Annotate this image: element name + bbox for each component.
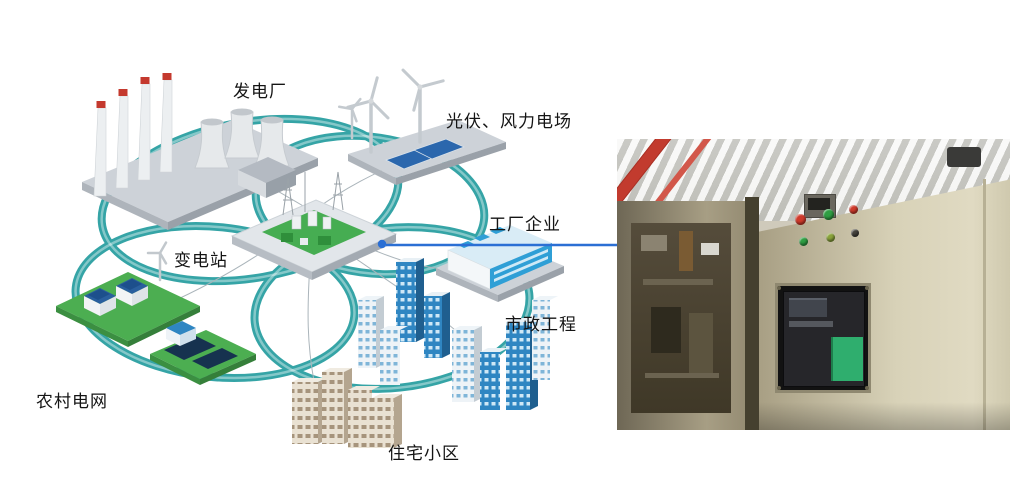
factory-illustration xyxy=(436,225,564,302)
panel-seam xyxy=(983,179,986,430)
indicator-yellow-green-button xyxy=(826,233,835,242)
relay-label-strip xyxy=(789,321,833,327)
grid-diagram-illustration xyxy=(56,68,620,448)
municipal-buildings-illustration xyxy=(358,258,558,410)
label-substation: 变电站 xyxy=(174,251,228,270)
chimney-icons xyxy=(93,73,173,197)
connector-dot xyxy=(377,239,387,249)
indicator-green-button xyxy=(823,209,834,220)
screw-icon xyxy=(865,386,869,390)
solar-house-icons xyxy=(84,278,148,316)
switchgear-photo xyxy=(617,139,1010,430)
wind-solar-illustration xyxy=(337,68,506,185)
substation-illustration xyxy=(230,171,398,280)
cabinet-gap xyxy=(745,197,759,430)
pylon-icons xyxy=(282,171,344,216)
rural-grid-illustration xyxy=(56,241,256,385)
cabinet-bottom-shadow xyxy=(759,402,1010,430)
residential-buildings-illustration xyxy=(292,368,402,448)
label-rural-power-grid: 农村电网 xyxy=(36,392,108,411)
open-cabinet-interior xyxy=(631,223,731,413)
wind-turbine-icons xyxy=(337,68,445,154)
relay-green-section xyxy=(831,337,863,381)
relay-display xyxy=(789,298,827,317)
screw-icon xyxy=(777,286,781,290)
ceiling-fixture-icon xyxy=(947,147,981,167)
indicator-green-small-button xyxy=(799,237,808,246)
power-plant-illustration xyxy=(82,73,318,230)
label-power-plant: 发电厂 xyxy=(233,82,287,101)
indicator-dark-button xyxy=(851,229,859,237)
label-pv-wind-farm: 光伏、风力电场 xyxy=(446,112,572,131)
indicator-red-small-button xyxy=(849,205,858,214)
cooling-tower-icons xyxy=(194,108,290,169)
tower-block xyxy=(358,258,558,410)
label-residential-community: 住宅小区 xyxy=(388,444,460,463)
indicator-red-button xyxy=(795,214,806,225)
label-municipal-engineering: 市政工程 xyxy=(505,315,577,334)
screw-icon xyxy=(865,286,869,290)
connector-to-photo xyxy=(377,239,620,249)
label-factory-enterprise: 工厂企业 xyxy=(489,215,561,234)
screw-icon xyxy=(777,386,781,390)
panel-meter-screen xyxy=(808,198,830,210)
